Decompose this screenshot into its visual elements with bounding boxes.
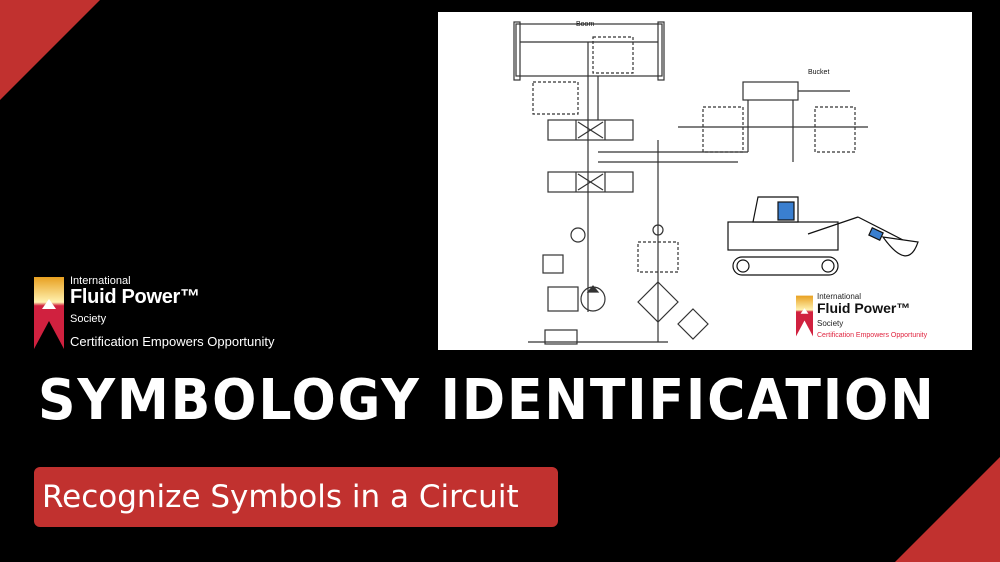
ifps-logo: International Fluid Power™ Society Certi… — [34, 275, 324, 350]
page-title: SYMBOLOGY IDENTIFICATION — [38, 368, 936, 433]
logo-fluid-power: Fluid Power™ — [70, 286, 200, 308]
logo-society: Society — [817, 319, 844, 328]
ifps-banner-icon — [796, 295, 813, 337]
boom-label: Boom — [576, 21, 595, 28]
subtitle-banner: Recognize Symbols in a Circuit — [34, 467, 558, 527]
hydraulic-circuit-diagram: Boom Bucket — [438, 12, 972, 350]
ifps-banner-icon — [34, 277, 64, 349]
logo-international: International — [817, 292, 862, 301]
logo-tagline: Certification Empowers Opportunity — [817, 332, 928, 339]
logo-international: International — [70, 275, 131, 287]
bucket-label: Bucket — [808, 69, 830, 76]
corner-decoration-bottom-right — [895, 457, 1000, 562]
logo-society: Society — [70, 313, 107, 325]
diagram-ifps-logo: International Fluid Power™ Society Certi… — [796, 292, 956, 342]
logo-fluid-power: Fluid Power™ — [817, 300, 911, 316]
corner-decoration-top-left — [0, 0, 100, 100]
logo-tagline: Certification Empowers Opportunity — [70, 334, 275, 349]
